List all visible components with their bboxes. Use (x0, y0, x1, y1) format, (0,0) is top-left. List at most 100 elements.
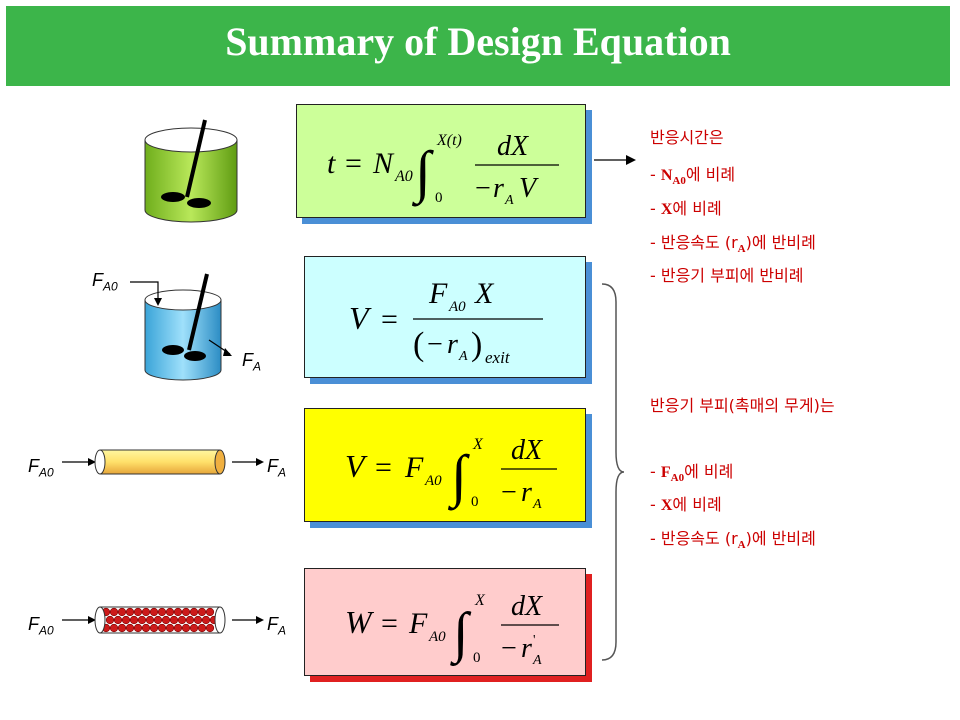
svg-text:F: F (428, 277, 448, 310)
svg-text:−: − (475, 173, 491, 204)
svg-text:): ) (471, 326, 482, 363)
catalyst-bead (189, 607, 199, 617)
svg-text:X: X (472, 436, 484, 453)
batch-note-item: - NA0에 비례 (650, 165, 736, 188)
catalyst-bead (157, 623, 167, 633)
svg-text:=: = (381, 303, 398, 336)
catalyst-bead (165, 623, 175, 633)
svg-text:∫: ∫ (411, 139, 434, 207)
catalyst-bead (197, 623, 207, 633)
svg-text:': ' (533, 633, 536, 648)
svg-text:r: r (493, 173, 504, 204)
catalyst-bead (177, 615, 187, 625)
svg-text:(: ( (413, 326, 424, 363)
svg-text:dX: dX (497, 131, 529, 162)
pfr-equation: V = F A0 ∫ 0 X dX − r A (345, 435, 557, 512)
svg-text:A0: A0 (394, 168, 413, 185)
pfr-outlet-label: FA (267, 456, 287, 480)
catalyst-bead (141, 623, 151, 633)
batch-note-item: - 반응기 부피에 반비례 (650, 266, 804, 285)
grouping-brace (601, 283, 625, 661)
svg-text:0: 0 (473, 650, 481, 666)
flow-note-item: - X에 비례 (650, 495, 722, 514)
pbr-outlet-label: FA (267, 614, 287, 638)
svg-text:r: r (447, 329, 458, 360)
catalyst-bead (117, 623, 127, 633)
catalyst-bead (165, 607, 175, 617)
catalyst-bead (121, 615, 131, 625)
svg-text:r: r (521, 477, 532, 508)
svg-text:F: F (408, 607, 428, 640)
catalyst-bead (189, 623, 199, 633)
catalyst-bead (181, 623, 191, 633)
catalyst-bead (125, 623, 135, 633)
svg-text:∫: ∫ (450, 602, 472, 667)
batch-equation: t = N A0 ∫ 0 X(t) dX − r A V (327, 131, 559, 208)
pbr-inlet-label: FA0 (28, 614, 54, 638)
catalyst-bead (133, 607, 143, 617)
svg-text:dX: dX (511, 435, 543, 466)
svg-text:exit: exit (485, 348, 511, 367)
svg-text:F: F (404, 451, 424, 484)
catalyst-bead (149, 623, 159, 633)
svg-text:t: t (327, 147, 336, 180)
catalyst-bead (145, 615, 155, 625)
svg-text:A: A (532, 653, 542, 668)
svg-text:A0: A0 (424, 473, 442, 489)
pfr-equation-box: V = F A0 ∫ 0 X dX − r A (304, 408, 586, 522)
svg-text:X: X (474, 592, 486, 609)
svg-text:A: A (504, 193, 514, 208)
catalyst-bead (149, 607, 159, 617)
cstr-outlet-label: FA (242, 350, 262, 374)
catalyst-bead (113, 615, 123, 625)
catalyst-bead (133, 623, 143, 633)
flow-note-item: - FA0에 비례 (650, 462, 734, 485)
catalyst-bead (181, 607, 191, 617)
batch-notes-heading: 반응시간은 (650, 128, 724, 147)
pbr-tube-icon (62, 606, 264, 634)
catalyst-bead (109, 623, 119, 633)
catalyst-bead (141, 607, 151, 617)
svg-text:dX: dX (511, 591, 543, 622)
cstr-inlet-label: FA0 (92, 270, 118, 294)
svg-text:−: − (501, 633, 517, 664)
catalyst-bead (129, 615, 139, 625)
page-title: Summary of Design Equation (225, 19, 731, 64)
svg-text:V: V (349, 300, 372, 336)
flow-note-item: - 반응속도 (rA)에 반비례 (650, 529, 816, 552)
svg-text:A0: A0 (428, 629, 446, 645)
catalyst-bead (137, 615, 147, 625)
catalyst-bead (185, 615, 195, 625)
catalyst-bead (125, 607, 135, 617)
svg-text:A0: A0 (448, 299, 466, 315)
catalyst-bead (205, 607, 215, 617)
svg-text:V: V (345, 448, 368, 484)
cstr-reactor-icon (130, 273, 232, 381)
batch-note-item: - 반응속도 (rA)에 반비례 (650, 233, 816, 256)
svg-text:r: r (521, 633, 532, 664)
svg-text:W: W (345, 604, 375, 640)
catalyst-bead (197, 607, 207, 617)
svg-text:∫: ∫ (447, 443, 470, 511)
catalyst-bead (117, 607, 127, 617)
batch-note-item: - X에 비례 (650, 199, 722, 218)
svg-text:X: X (474, 277, 495, 310)
svg-text:0: 0 (471, 494, 479, 510)
pbr-equation: W = F A0 ∫ 0 X dX − r ' A (345, 591, 559, 668)
batch-arrow (594, 155, 636, 165)
svg-text:=: = (375, 451, 392, 484)
svg-text:=: = (345, 147, 362, 180)
svg-text:0: 0 (435, 190, 443, 206)
catalyst-bead (205, 623, 215, 633)
svg-text:−: − (427, 329, 443, 360)
pbr-equation-box: W = F A0 ∫ 0 X dX − r ' A (304, 568, 586, 676)
catalyst-bead (157, 607, 167, 617)
svg-text:N: N (372, 147, 395, 180)
svg-text:=: = (381, 607, 398, 640)
catalyst-bead (153, 615, 163, 625)
catalyst-bead (169, 615, 179, 625)
catalyst-bead (173, 607, 183, 617)
catalyst-bead (173, 623, 183, 633)
catalyst-bead (109, 607, 119, 617)
batch-equation-box: t = N A0 ∫ 0 X(t) dX − r A V (296, 104, 586, 218)
